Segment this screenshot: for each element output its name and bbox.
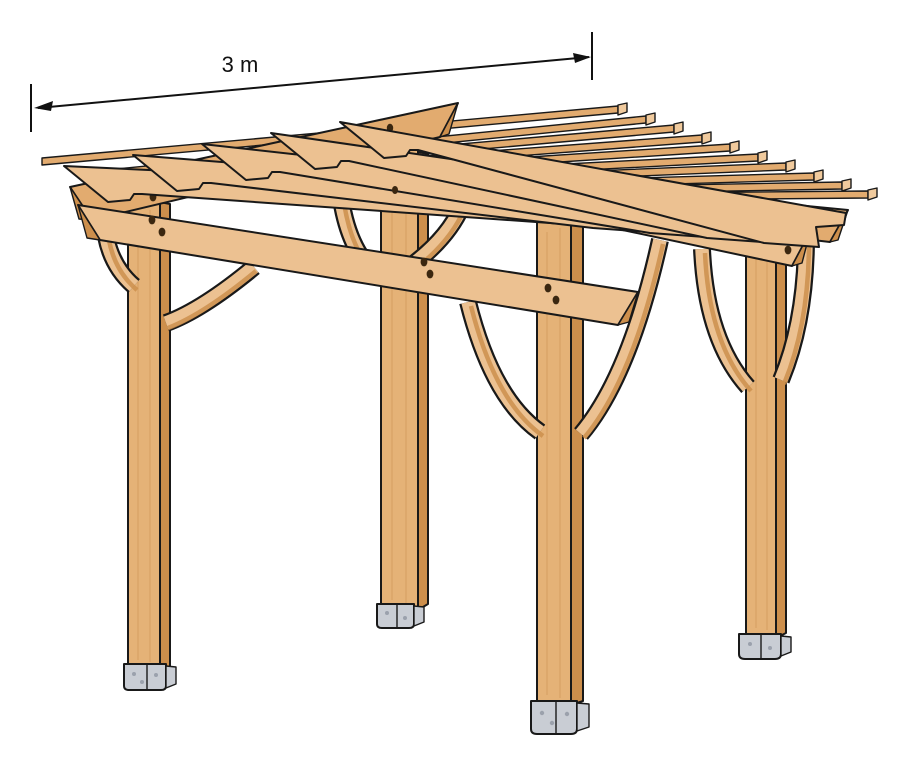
peg-hole [158,227,166,237]
footing-texture [539,710,545,716]
dimension-line [37,56,590,109]
post-side [417,151,429,611]
footing-side [780,635,792,657]
peg-hole [420,257,428,267]
footing-block [738,633,782,660]
beam-end-grain [617,291,639,326]
brace-shadow [468,305,545,438]
peg-hole [426,269,434,279]
post-near [536,217,584,706]
footing-texture [385,611,389,615]
rafter [339,121,847,248]
peg-hole [392,186,398,194]
footing-texture [140,680,144,684]
peg-hole [784,245,792,255]
beam-end-grain [77,204,101,241]
footing-texture [403,616,407,620]
dimension-arrowhead-right [573,53,591,63]
purlin-end [757,150,768,164]
rafters [63,121,847,248]
footing-far [376,603,425,629]
purlin-end [841,178,852,192]
peg-hole [544,283,552,293]
knee-brace-right-back [772,236,815,385]
brace-shadow [582,243,666,440]
footing-left [123,663,177,691]
purlin-end [617,102,628,116]
peg-hole [552,295,560,305]
purlin-end [729,140,740,154]
footing-texture [564,711,570,717]
brace-shadow [702,252,753,393]
footing-texture [154,673,158,677]
post-face [127,199,161,671]
brace [163,261,259,330]
post-side [159,201,171,671]
footing-side [413,605,425,627]
brace [774,236,813,383]
footing-texture [768,646,772,650]
footing-texture [549,720,555,726]
post-face [380,149,419,611]
post-left [127,199,171,671]
purlin-end [813,169,824,183]
purlin-end [867,187,878,201]
footing-side [165,665,177,689]
purlin-end [673,121,684,135]
brace-shadow [781,240,812,385]
footing-block [530,700,578,735]
cross-beam-front-left [77,204,639,326]
post-side [775,236,787,639]
purlin-end [701,131,712,145]
footing-texture [748,642,752,646]
knee-brace-right-left [693,248,755,393]
dimension-label: 3 m [222,52,259,77]
post-face [745,234,777,639]
knee-brace-left-right [162,260,260,332]
footing-near [530,700,590,735]
dimension-arrowhead-left [34,101,53,111]
footing-right [738,633,792,660]
footing-texture [132,672,136,676]
purlin-end [645,112,656,126]
knee-brace-near-left [459,299,546,440]
dimension-annotation: 3 m [30,32,593,132]
girder-end-grain [439,102,459,138]
brace-shadow [167,269,258,331]
brace [575,238,667,439]
knee-brace-near-right [574,238,669,440]
footing-block [376,603,415,629]
footing-block [123,663,167,691]
post-right [745,234,787,639]
peg-hole [148,215,156,225]
post-far [380,149,429,611]
footing-side [576,702,590,732]
purlin-end [785,159,796,173]
